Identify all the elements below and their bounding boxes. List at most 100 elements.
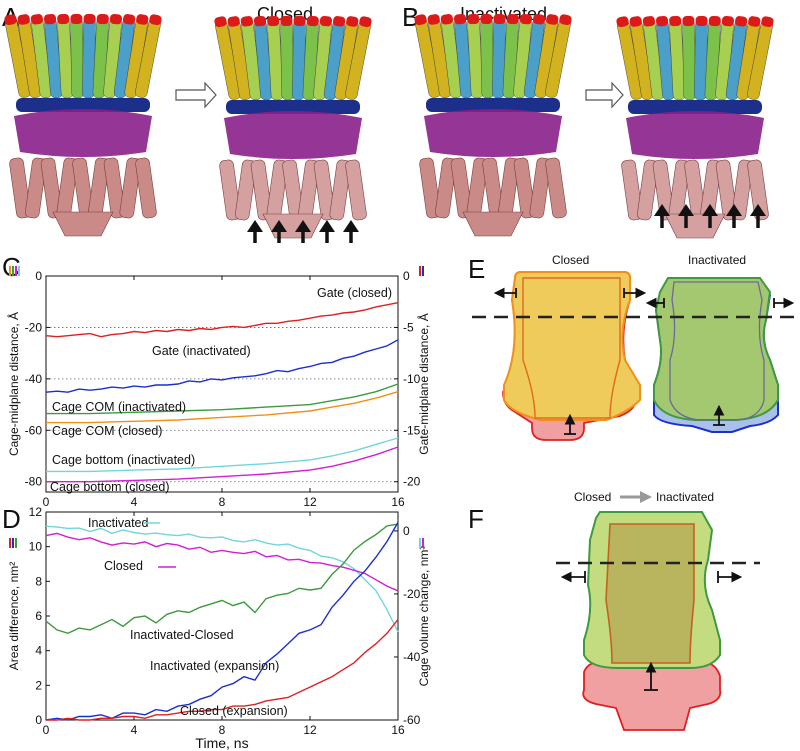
up-arrow-head (295, 220, 311, 232)
series-line-2 (45, 523, 399, 635)
y-tick-label-right: -60 (403, 713, 421, 727)
cage-helix (313, 159, 336, 221)
helix-cap (4, 14, 17, 26)
up-arrow-head (678, 204, 694, 216)
helix (682, 19, 696, 101)
up-arrow-head (319, 220, 335, 232)
cage-helix (103, 157, 126, 219)
y-tick-label-left: -40 (25, 372, 43, 386)
helix-cap (30, 14, 43, 25)
helix-cap (96, 13, 109, 25)
cage-helix (434, 157, 457, 219)
expansion-arrows-b (654, 204, 766, 228)
x-tick-label: 8 (219, 495, 226, 509)
series-annotation: Inactivated (expansion) (150, 659, 279, 673)
helix-cap (253, 15, 267, 27)
x-tick-label: 0 (43, 723, 50, 737)
series-annotation: Cage COM (inactivated) (52, 400, 186, 414)
cage-bottom (262, 213, 324, 239)
y-tick-label-left: 0 (35, 713, 42, 727)
helix-cap (559, 14, 572, 26)
panel-f-inactivated-label: Inactivated (656, 490, 714, 504)
helix-cap (280, 15, 293, 27)
series-annotation: Gate (inactivated) (152, 344, 251, 358)
helix-cap (616, 16, 629, 28)
helix-cap (83, 13, 96, 25)
cage-bottom (52, 211, 114, 237)
helix-cap (467, 13, 480, 25)
purple-domain (626, 111, 764, 159)
helix-cap (453, 13, 467, 25)
purple-domain (224, 111, 362, 159)
protein-structure-closed-initial (4, 13, 162, 237)
panel-f-letter: F (468, 504, 484, 534)
y-tick-label-right: -20 (403, 587, 421, 601)
closed-to-inactivated-arrow (620, 491, 652, 503)
helix-cap (546, 14, 559, 25)
helix (480, 17, 494, 99)
series-line-0 (45, 302, 399, 338)
series-annotation: Cage COM (closed) (52, 424, 162, 438)
series-annotation: Cage bottom (closed) (50, 480, 170, 494)
y-tick-label-left: -80 (25, 475, 43, 489)
x-tick-label: 16 (391, 723, 405, 737)
helix-cap (708, 15, 721, 27)
x-tick-label: 4 (131, 495, 138, 509)
helix-cap (17, 14, 30, 25)
cage-bottom (462, 211, 524, 237)
y-axis-label-right: Gate-midplane distance, Å (416, 313, 431, 454)
expansion-arrows-a (247, 220, 359, 243)
cage-helix (329, 159, 352, 221)
helix (70, 17, 84, 99)
helix-cap (240, 16, 253, 27)
y-tick-label-left: 10 (29, 540, 43, 554)
y-tick-label-right: -10 (403, 372, 421, 386)
schematic-inactivated (653, 277, 779, 433)
closed-gate-outline (522, 277, 621, 419)
helix-cap (735, 16, 748, 27)
helix-cap (359, 16, 372, 28)
y-axis-label-left: Area difference, nm² (7, 562, 21, 671)
helix-cap (293, 15, 306, 27)
arrows-e (493, 287, 795, 435)
protein-structure-inactivated-initial (414, 13, 572, 237)
panel-f-closed-label: Closed (574, 490, 611, 504)
x-tick-label: 8 (219, 723, 226, 737)
series-line-3 (46, 391, 399, 424)
helix-cap (57, 13, 70, 25)
panel-d-letter: D (2, 504, 21, 534)
helix-cap (149, 14, 162, 26)
series-line-0 (45, 525, 399, 633)
schematic-closed (502, 271, 641, 441)
cage-helix (9, 157, 31, 219)
up-arrow-head (702, 204, 718, 216)
cage-helix (135, 157, 157, 219)
helix-cap (669, 15, 682, 27)
up-arrow-head (726, 204, 742, 216)
series-line-4 (46, 619, 399, 721)
up-arrow-head (271, 220, 287, 232)
y-axis-label-left: Cage-midplane distance, Å (6, 312, 21, 456)
up-arrow-head (343, 220, 359, 232)
helix-cap (682, 15, 695, 27)
y-tick-label-left: 12 (29, 505, 43, 519)
blue-band (426, 98, 560, 112)
x-tick-label: 12 (303, 495, 317, 509)
cage-helix (119, 157, 142, 219)
helix-cap (695, 15, 708, 27)
panel-e-letter: E (468, 254, 485, 284)
cage-bottom (664, 213, 726, 239)
helix-cap (43, 13, 57, 25)
up-arrow-head (750, 204, 766, 216)
helix-cap (306, 15, 319, 27)
purple-domain (424, 109, 562, 157)
transition-arrow-a (175, 81, 217, 109)
helix-cap (333, 16, 346, 27)
y-tick-label-right: 0 (403, 524, 410, 538)
protein-structure-inactivated-final (616, 15, 774, 239)
helix-cap (440, 14, 453, 25)
series-annotation: Inactivated-Closed (130, 628, 234, 642)
